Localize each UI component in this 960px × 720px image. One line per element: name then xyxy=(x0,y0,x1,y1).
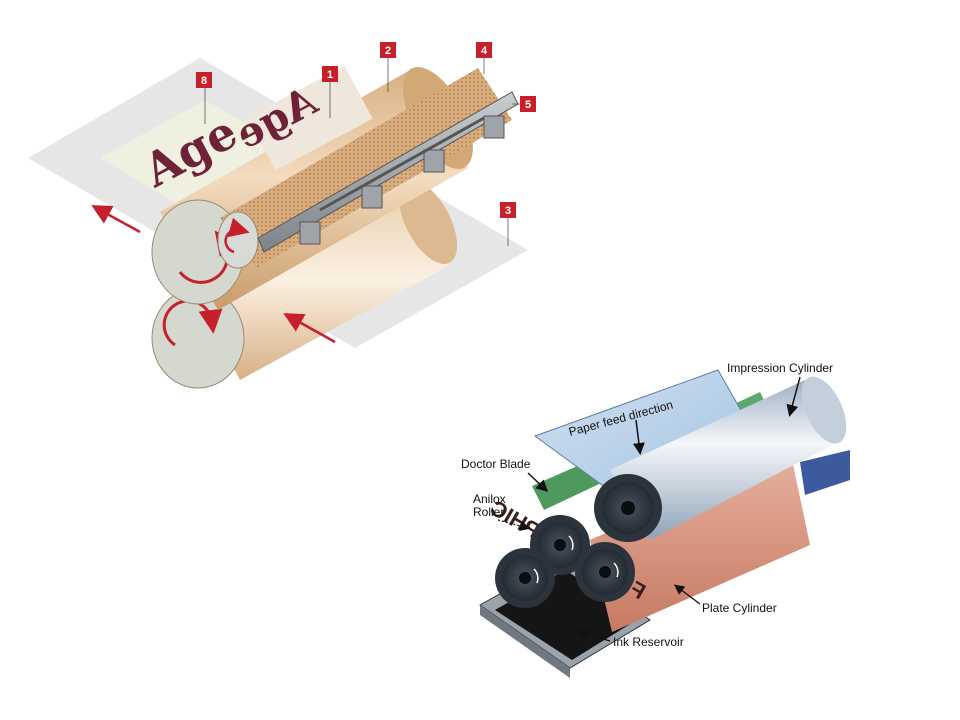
callout-5: 5 xyxy=(520,96,536,112)
feed-arrow-in xyxy=(283,313,336,344)
impression-cylinder xyxy=(151,180,458,389)
label-doctor-blade: Doctor Blade xyxy=(461,457,531,471)
svg-text:5: 5 xyxy=(525,99,531,111)
svg-text:1: 1 xyxy=(327,69,333,81)
callout-4: 4 xyxy=(476,42,492,58)
svg-text:2: 2 xyxy=(385,45,391,57)
callout-8: 8 xyxy=(196,72,212,88)
label-roller: Roller xyxy=(473,505,504,519)
callout-3: 3 xyxy=(500,202,516,218)
svg-text:8: 8 xyxy=(201,75,207,87)
svg-text:4: 4 xyxy=(481,45,488,57)
svg-text:3: 3 xyxy=(505,205,511,217)
label-plate-cylinder: Plate Cylinder xyxy=(702,601,777,615)
label-anilox: Anilox xyxy=(473,492,506,506)
fountain-roller xyxy=(495,548,555,608)
feed-arrow-out xyxy=(91,205,141,234)
callout-1: 1 xyxy=(322,66,338,82)
top-printing-diagram: Age Age xyxy=(28,42,536,389)
impression-cylinder-bottom xyxy=(594,376,847,542)
label-impression-cylinder: Impression Cylinder xyxy=(727,361,833,375)
bottom-flexographic-diagram: FLEXOGRAPHIC xyxy=(461,361,850,678)
plate-cylinder-end xyxy=(575,542,635,602)
label-ink-reservoir: Ink Reservoir xyxy=(613,635,684,649)
callout-2: 2 xyxy=(380,42,396,58)
doctor-blade-bar xyxy=(257,91,519,253)
